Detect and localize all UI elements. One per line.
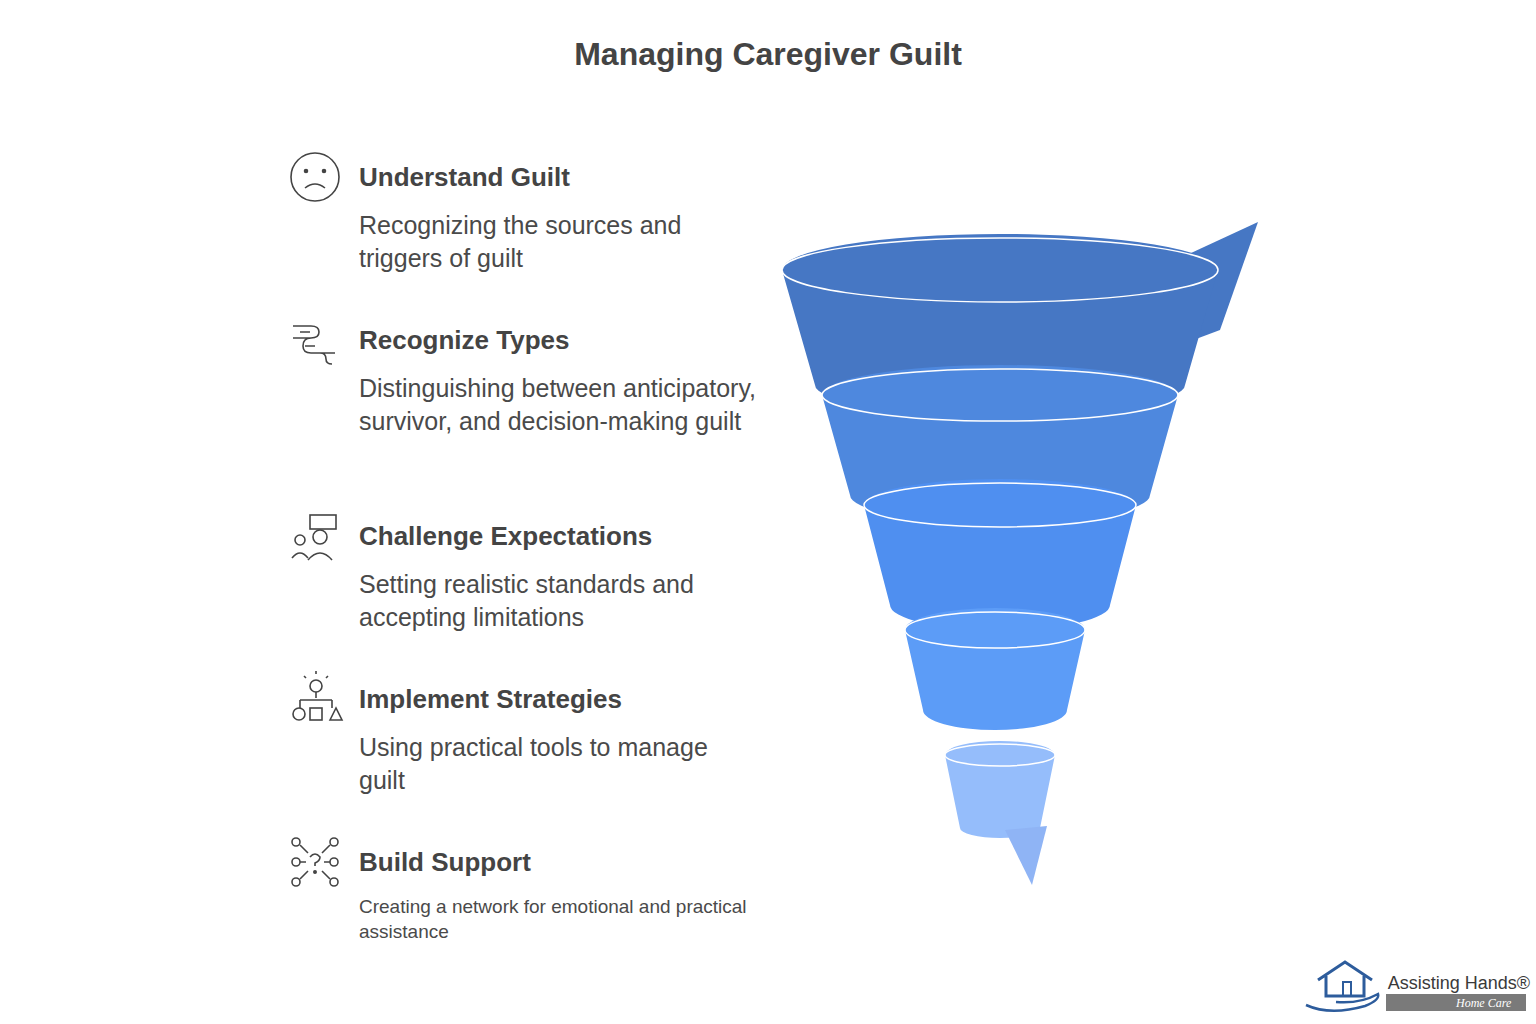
item-icons xyxy=(291,153,342,886)
step-heading: Implement Strategies xyxy=(359,683,622,715)
diagram-title: Managing Caregiver Guilt xyxy=(0,36,1536,73)
step-description: Recognizing the sources and triggers of … xyxy=(359,209,759,275)
logo-tagline: Home Care xyxy=(1456,996,1511,1010)
step-description: Distinguishing between anticipatory, sur… xyxy=(359,372,759,438)
step-heading: Recognize Types xyxy=(359,324,569,356)
step-heading: Understand Guilt xyxy=(359,161,570,193)
funnel-spiral xyxy=(782,222,1258,885)
step-description: Creating a network for emotional and pra… xyxy=(359,894,759,944)
step-description: Setting realistic standards and acceptin… xyxy=(359,568,759,634)
step-description: Using practical tools to manage guilt xyxy=(359,731,759,797)
step-heading: Build Support xyxy=(359,846,531,878)
logo-wordmark: Assisting Hands® xyxy=(1388,973,1530,993)
step-heading: Challenge Expectations xyxy=(359,520,652,552)
